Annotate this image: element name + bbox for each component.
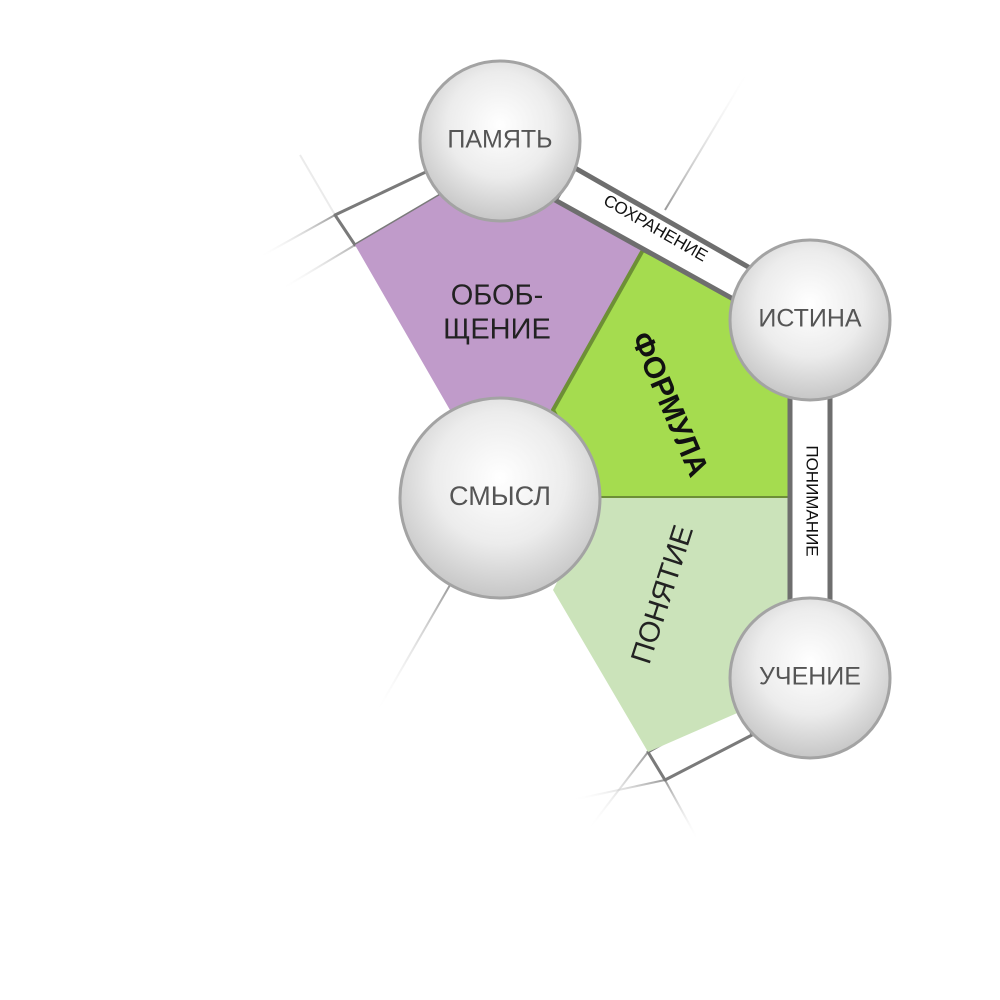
region-generalization: [355, 195, 643, 410]
learning-label: УЧЕНИЕ: [759, 663, 861, 691]
spoke-truth-up: [664, 67, 751, 211]
spoke-meaning-down: [374, 584, 451, 716]
memory-label: ПАМЯТЬ: [447, 126, 552, 154]
truth-sphere: [728, 238, 892, 402]
node-learning: УЧЕНИЕ: [728, 596, 892, 760]
node-meaning: СМЫСЛ: [398, 396, 602, 600]
spoke-memory-outer: [257, 214, 336, 259]
spokes: [255, 67, 995, 841]
spoke-memory-vertical: [299, 154, 336, 216]
generalization-label-line2: ЩЕНИЕ: [443, 314, 551, 346]
truth-label: ИСТИНА: [758, 305, 861, 333]
memory-sphere: [418, 59, 582, 223]
spoke-learning-inner: [587, 751, 649, 831]
meaning-label: СМЫСЛ: [449, 481, 551, 511]
band-understanding-label: ПОНИМАНИЕ: [803, 445, 822, 556]
node-truth: ИСТИНА: [728, 238, 892, 402]
spoke-learning-vertical: [664, 779, 699, 841]
understanding-band: ПОНИМАНИЕ: [787, 377, 833, 623]
node-memory: ПАМЯТЬ: [418, 59, 582, 223]
learning-sphere: [728, 596, 892, 760]
meaning-sphere: [398, 396, 602, 600]
spoke-memory-inner: [279, 244, 356, 291]
generalization-label-line1: ОБОБ-: [451, 280, 544, 312]
